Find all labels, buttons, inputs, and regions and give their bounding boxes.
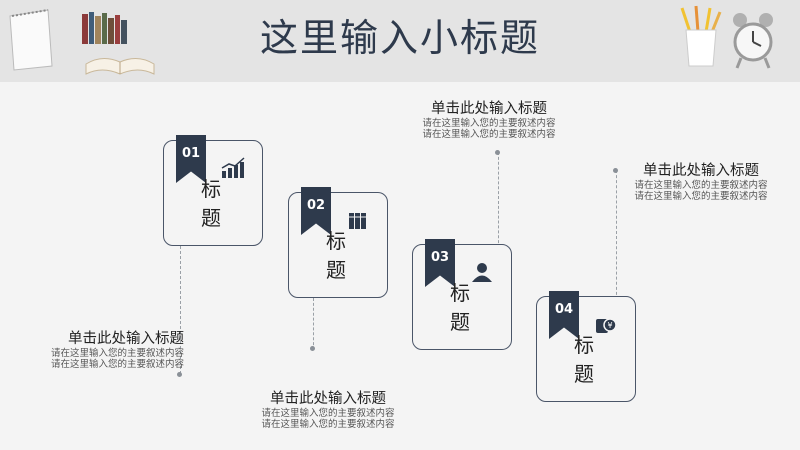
text-block-1: 单击此处输入标题 请在这里输入您的主要叙述内容 请在这里输入您的主要叙述内容 [14,330,184,370]
card-number-ribbon: 03 [425,239,455,287]
text-block-desc: 请在这里输入您的主要叙述内容 [422,129,556,140]
text-block-title: 单击此处输入标题 [431,101,547,117]
connector-line-2 [313,298,314,350]
connector-line-3 [498,152,499,248]
text-block-2: 单击此处输入标题 请在这里输入您的主要叙述内容 请在这里输入您的主要叙述内容 [243,390,413,430]
connector-line-4 [616,170,617,300]
text-block-4: 单击此处输入标题 请在这里输入您的主要叙述内容 请在这里输入您的主要叙述内容 [616,162,786,202]
text-block-title: 单击此处输入标题 [270,391,386,407]
text-block-desc: 请在这里输入您的主要叙述内容 [50,359,184,370]
connector-dot-2 [310,346,315,351]
open-book-icon [85,58,155,75]
books-icon [349,213,366,229]
bar-chart-icon [221,157,245,178]
text-block-title: 单击此处输入标题 [68,331,184,347]
text-block-3: 单击此处输入标题 请在这里输入您的主要叙述内容 请在这里输入您的主要叙述内容 [404,100,574,140]
card-label: 标 题 [450,281,484,334]
card-01[interactable]: 01 标 题 [163,135,263,246]
card-label: 标 题 [326,229,360,282]
card-number-ribbon: 01 [176,135,206,183]
card-03[interactable]: 03 标 题 [412,239,512,350]
money-icon: ¥ [596,318,617,333]
alarm-clock-icon [733,13,773,69]
svg-text:¥: ¥ [607,321,612,330]
pencil-cup-icon [680,5,722,67]
card-04[interactable]: 04 ¥ 标 题 [536,291,636,402]
text-block-desc: 请在这里输入您的主要叙述内容 [261,408,395,419]
text-block-desc: 请在这里输入您的主要叙述内容 [634,191,768,202]
connector-line-1 [180,246,181,374]
books-decoration-icon [82,12,127,44]
connector-dot-1 [177,372,182,377]
header-banner: 这里输入小标题 [0,0,800,82]
card-02[interactable]: 02 标 题 [288,187,388,298]
connector-dot-4 [613,168,618,173]
card-label: 标 题 [574,333,608,386]
text-block-desc: 请在这里输入您的主要叙述内容 [50,348,184,359]
text-block-desc: 请在这里输入您的主要叙述内容 [261,419,395,430]
user-icon [472,263,492,282]
notebook-icon [9,9,53,71]
connector-dot-3 [495,150,500,155]
slide-title: 这里输入小标题 [259,16,540,60]
card-label: 标 题 [201,177,235,230]
text-block-desc: 请在这里输入您的主要叙述内容 [634,180,768,191]
text-block-desc: 请在这里输入您的主要叙述内容 [422,118,556,129]
text-block-title: 单击此处输入标题 [643,163,759,179]
